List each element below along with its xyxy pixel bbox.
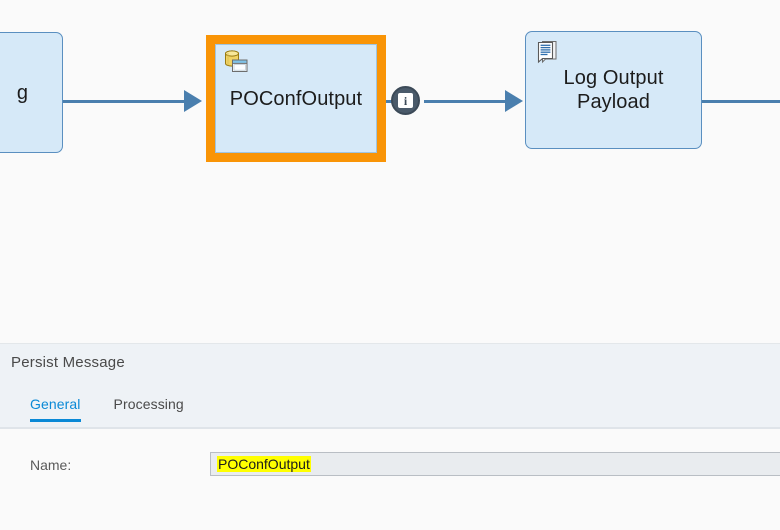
flow-node-label: POConfOutput	[229, 87, 363, 110]
tab-general[interactable]: General	[30, 396, 81, 422]
flow-canvas[interactable]: g	[0, 0, 780, 343]
tab-processing[interactable]: Processing	[113, 396, 184, 412]
flow-node-poconfoutput[interactable]: POConfOutput	[215, 44, 377, 153]
flow-node-label: Log Output Payload	[563, 67, 664, 113]
name-input[interactable]: POConfOutput	[210, 452, 780, 476]
persist-message-icon	[222, 48, 250, 76]
panel-title: Persist Message	[11, 354, 125, 371]
properties-panel: Persist Message General Processing Name:…	[0, 343, 780, 530]
connector-arrowhead-1	[184, 90, 202, 112]
script-document-icon	[534, 38, 562, 66]
info-icon: i	[398, 93, 413, 108]
connector-line-4	[702, 100, 780, 103]
connector-arrowhead-2	[505, 90, 523, 112]
info-badge[interactable]: i	[391, 86, 420, 115]
properties-panel-header: Persist Message General Processing	[0, 344, 780, 429]
name-field-label: Name:	[30, 457, 72, 473]
connector-line-1	[63, 100, 185, 103]
flow-node-partial-left[interactable]: g	[0, 32, 63, 153]
flow-node-log-output-payload[interactable]: Log Output Payload	[525, 31, 702, 149]
name-input-value: POConfOutput	[217, 456, 311, 472]
flow-node-label: g	[16, 81, 29, 104]
panel-tabs: General Processing	[30, 396, 184, 422]
connector-line-3	[424, 100, 505, 103]
flow-node-poconfoutput-selection[interactable]: POConfOutput	[206, 35, 386, 162]
form-row-name: Name: POConfOutput	[0, 452, 780, 482]
